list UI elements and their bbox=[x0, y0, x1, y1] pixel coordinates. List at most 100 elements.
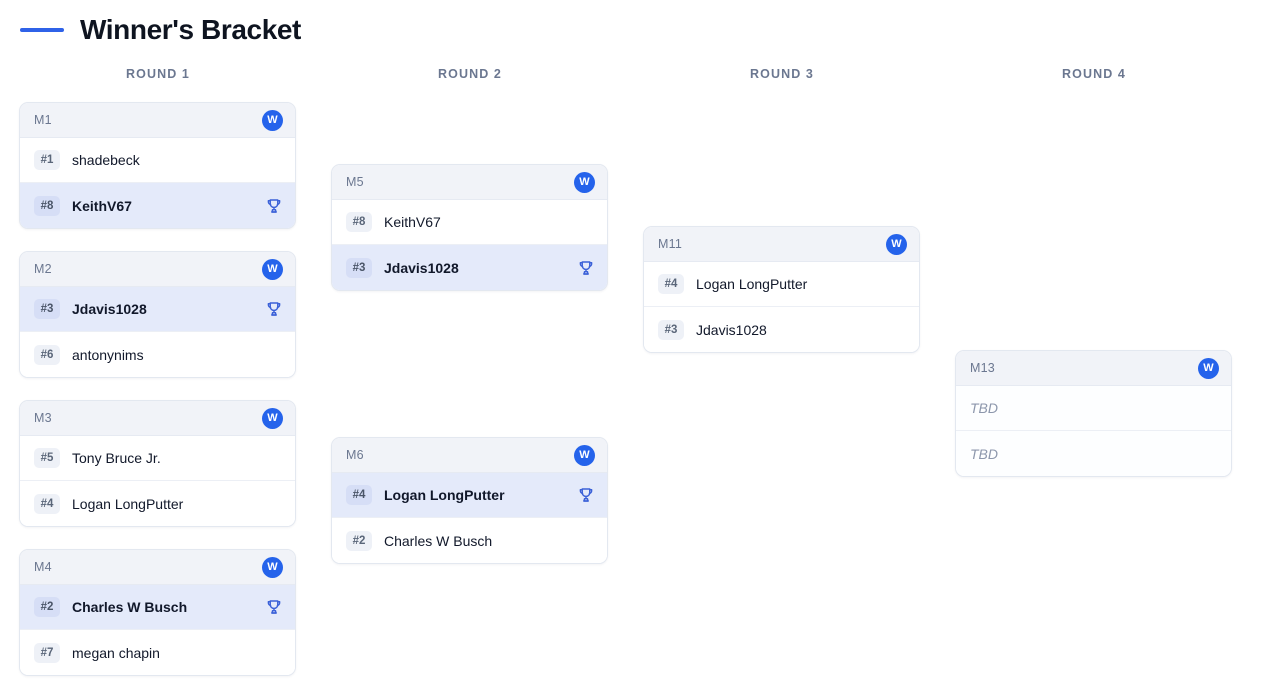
match-slot[interactable]: #8 KeithV67 bbox=[20, 183, 295, 228]
trophy-icon bbox=[577, 486, 595, 504]
trophy-slot-empty bbox=[1201, 445, 1219, 463]
trophy-slot-empty bbox=[889, 275, 907, 293]
match-slot[interactable]: #4 Logan LongPutter bbox=[332, 473, 607, 518]
match-slot[interactable]: #3 Jdavis1028 bbox=[20, 287, 295, 332]
round-column-4: ROUND 4 bbox=[938, 66, 1250, 82]
trophy-slot-empty bbox=[265, 495, 283, 513]
trophy-slot-empty bbox=[577, 213, 595, 231]
match-slot-tbd[interactable]: TBD bbox=[956, 431, 1231, 476]
match-id-label: M6 bbox=[346, 448, 364, 462]
match-slot[interactable]: #1 shadebeck bbox=[20, 138, 295, 183]
trophy-icon bbox=[577, 259, 595, 277]
match-header: M5 W bbox=[332, 165, 607, 200]
player-name: KeithV67 bbox=[72, 197, 132, 214]
player-name: megan chapin bbox=[72, 644, 160, 661]
player-name: Jdavis1028 bbox=[384, 259, 459, 276]
winners-bracket-badge-icon: W bbox=[262, 407, 283, 429]
match-header: M1 W bbox=[20, 103, 295, 138]
match-id-label: M4 bbox=[34, 560, 52, 574]
match-header: M13 W bbox=[956, 351, 1231, 386]
page-title: Winner's Bracket bbox=[80, 14, 301, 45]
seed-badge: #3 bbox=[34, 299, 60, 319]
seed-badge: #2 bbox=[34, 597, 60, 617]
player-name-placeholder: TBD bbox=[970, 400, 998, 416]
seed-badge: #8 bbox=[34, 195, 60, 216]
seed-badge: #4 bbox=[34, 493, 60, 514]
seed-badge: #6 bbox=[34, 344, 60, 365]
match-slot[interactable]: #3 Jdavis1028 bbox=[644, 307, 919, 352]
player-name: Logan LongPutter bbox=[384, 487, 505, 503]
player-name: Jdavis1028 bbox=[72, 301, 147, 317]
player-name-placeholder: TBD bbox=[970, 445, 998, 462]
match-slot-tbd[interactable]: TBD bbox=[956, 386, 1231, 431]
match-card-m1[interactable]: M1 W #1 shadebeck #8 KeithV67 bbox=[19, 102, 296, 229]
winners-bracket-badge-icon: W bbox=[262, 556, 283, 578]
match-header: M11 W bbox=[644, 227, 919, 262]
winners-bracket-badge-icon: W bbox=[1198, 357, 1219, 379]
trophy-icon bbox=[265, 300, 283, 318]
seed-badge: #8 bbox=[346, 212, 372, 232]
seed-badge: #1 bbox=[34, 150, 60, 170]
seed-badge: #3 bbox=[658, 319, 684, 340]
match-slot[interactable]: #5 Tony Bruce Jr. bbox=[20, 436, 295, 481]
winners-bracket-badge-icon: W bbox=[886, 233, 907, 255]
player-name: KeithV67 bbox=[384, 214, 441, 230]
match-card-m3[interactable]: M3 W #5 Tony Bruce Jr. #4 Logan LongPutter bbox=[19, 400, 296, 527]
seed-badge: #4 bbox=[346, 485, 372, 505]
winners-bracket-badge-icon: W bbox=[262, 109, 283, 131]
round-column-1: ROUND 1 bbox=[2, 66, 314, 82]
match-id-label: M13 bbox=[970, 361, 995, 375]
round-column-3: ROUND 3 bbox=[626, 66, 938, 82]
trophy-slot-empty bbox=[265, 449, 283, 467]
match-header: M3 W bbox=[20, 401, 295, 436]
match-id-label: M5 bbox=[346, 175, 364, 189]
seed-badge: #4 bbox=[658, 274, 684, 294]
player-name: Logan LongPutter bbox=[72, 495, 184, 512]
match-card-m13[interactable]: M13 W TBD TBD bbox=[955, 350, 1232, 477]
winners-bracket-badge-icon: W bbox=[574, 444, 595, 466]
player-name: Tony Bruce Jr. bbox=[72, 450, 161, 466]
seed-badge: #7 bbox=[34, 642, 60, 663]
player-name: shadebeck bbox=[72, 152, 140, 168]
match-slot[interactable]: #4 Logan LongPutter bbox=[20, 481, 295, 526]
match-card-m2[interactable]: M2 W #3 Jdavis1028 #6 antonynims bbox=[19, 251, 296, 378]
trophy-icon bbox=[265, 197, 283, 215]
match-header: M2 W bbox=[20, 252, 295, 287]
round-label-2: ROUND 2 bbox=[438, 67, 502, 81]
page-header: Winner's Bracket bbox=[20, 12, 301, 48]
match-id-label: M3 bbox=[34, 411, 52, 425]
round-column-2: ROUND 2 bbox=[314, 66, 626, 82]
trophy-slot-empty bbox=[577, 532, 595, 550]
round-label-1: ROUND 1 bbox=[126, 67, 190, 81]
seed-badge: #3 bbox=[346, 257, 372, 278]
trophy-slot-empty bbox=[265, 346, 283, 364]
match-id-label: M1 bbox=[34, 113, 52, 127]
match-header: M4 W bbox=[20, 550, 295, 585]
round-label-3: ROUND 3 bbox=[750, 67, 814, 81]
seed-badge: #5 bbox=[34, 448, 60, 468]
seed-badge: #2 bbox=[346, 530, 372, 551]
title-accent-bar bbox=[20, 28, 64, 32]
trophy-slot-empty bbox=[265, 644, 283, 662]
match-slot[interactable]: #3 Jdavis1028 bbox=[332, 245, 607, 290]
trophy-slot-empty bbox=[889, 321, 907, 339]
match-card-m5[interactable]: M5 W #8 KeithV67 #3 Jdavis1028 bbox=[331, 164, 608, 291]
player-name: antonynims bbox=[72, 346, 144, 363]
match-id-label: M2 bbox=[34, 262, 52, 276]
player-name: Jdavis1028 bbox=[696, 321, 767, 338]
match-slot[interactable]: #7 megan chapin bbox=[20, 630, 295, 675]
trophy-slot-empty bbox=[265, 151, 283, 169]
match-id-label: M11 bbox=[658, 237, 682, 251]
winners-bracket-badge-icon: W bbox=[262, 258, 283, 280]
match-header: M6 W bbox=[332, 438, 607, 473]
match-slot[interactable]: #8 KeithV67 bbox=[332, 200, 607, 245]
winners-bracket-badge-icon: W bbox=[574, 171, 595, 193]
match-slot[interactable]: #6 antonynims bbox=[20, 332, 295, 377]
